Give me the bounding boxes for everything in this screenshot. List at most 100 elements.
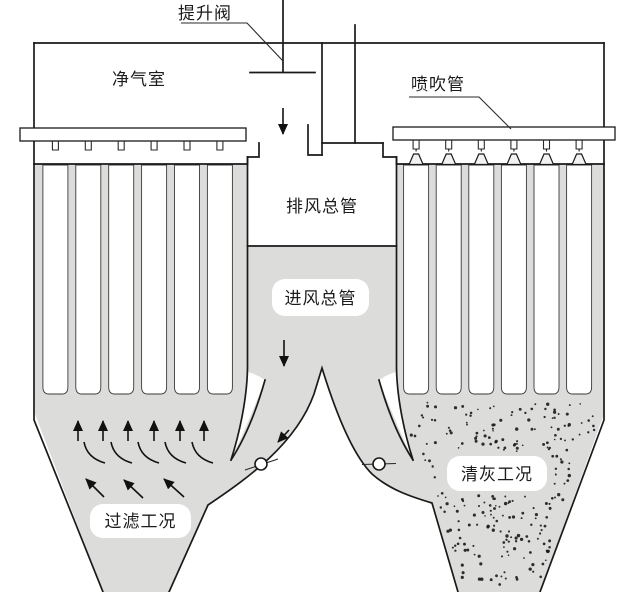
dust-dot (514, 540, 518, 543)
dust-dot (458, 536, 462, 540)
pulse-stub (150, 141, 158, 151)
dust-dot (483, 501, 486, 504)
dust-dot (448, 528, 453, 532)
dust-dot (534, 403, 537, 406)
dust-dot (524, 495, 526, 498)
dust-dot (498, 583, 502, 586)
dust-dot (551, 417, 554, 419)
dust-dot (491, 494, 495, 498)
spray-cone-icon (408, 153, 425, 166)
dust-dot (499, 418, 503, 422)
dust-dot (493, 507, 496, 510)
dust-dot (554, 496, 556, 499)
dust-dot (531, 563, 535, 567)
dust-dot (555, 473, 557, 476)
dust-dot (475, 431, 479, 435)
dust-dot (511, 499, 514, 502)
diagonal-arrow (123, 479, 144, 499)
dust-dot (445, 432, 448, 435)
pulse-stub (412, 140, 420, 150)
dust-dot (494, 439, 498, 443)
dust-dot (428, 459, 431, 463)
pulse-stub (575, 140, 583, 150)
filter-bag (174, 164, 200, 395)
pulse-stub (183, 141, 191, 151)
dust-dot (548, 546, 551, 549)
dust-dot (546, 441, 549, 445)
dust-dot (542, 542, 546, 546)
pulse-stub (477, 140, 485, 150)
dust-dot (457, 447, 460, 449)
dust-dot (521, 444, 524, 447)
dust-dot (461, 404, 465, 408)
dust-dot (489, 509, 492, 512)
dust-dot (530, 407, 534, 411)
dust-dot (533, 428, 536, 431)
dust-dot (527, 540, 531, 543)
flow-arc (83, 441, 106, 464)
dust-dot (510, 414, 513, 417)
dust-dot (587, 431, 590, 434)
dust-dot (456, 542, 460, 546)
dust-dot (497, 446, 500, 449)
dust-dot (430, 418, 434, 421)
dust-dot (453, 505, 456, 508)
dust-dot (518, 407, 522, 411)
dust-dot (499, 530, 502, 533)
diagonal-arrow (85, 478, 105, 498)
dust-dot (539, 524, 542, 527)
filter-bag (206, 164, 233, 395)
dust-dot (505, 534, 509, 538)
dust-dot (500, 575, 503, 578)
filter-bags-right (403, 164, 593, 395)
dust-dot (528, 567, 532, 571)
filter-bags-left (42, 164, 233, 395)
dust-dot (529, 551, 532, 554)
dust-dot (460, 442, 464, 445)
dust-dot (565, 448, 569, 452)
dust-dot (437, 495, 439, 497)
dust-dot (544, 407, 547, 411)
spray-cone-icon (571, 153, 588, 166)
pulse-stub (510, 140, 518, 150)
dust-dot (520, 517, 523, 520)
flow-arrows (73, 108, 290, 499)
dust-dot (420, 414, 424, 417)
dust-dot (532, 507, 535, 510)
dust-dot (433, 441, 437, 445)
dust-dot (493, 497, 496, 501)
dust-dot (488, 504, 492, 507)
dust-dot (567, 467, 570, 471)
dust-dot (484, 515, 486, 517)
dust-dot (495, 519, 499, 523)
dust-dot (473, 553, 476, 556)
dust-dot (511, 410, 514, 414)
dust-dot (467, 523, 471, 527)
dust-dot (534, 513, 538, 517)
dust-dot (463, 548, 467, 552)
dust-dot (553, 482, 556, 485)
dust-dot (521, 511, 525, 515)
dust-dot (592, 424, 595, 428)
pulse-stub (117, 141, 125, 151)
dust-dot (553, 438, 556, 441)
dust-dot (492, 430, 494, 432)
dust-dot (544, 559, 547, 562)
cleaning-mode-pill (447, 456, 547, 491)
dust-dot (425, 442, 428, 445)
dust-dot (554, 433, 557, 437)
filter-bag (566, 164, 593, 395)
dust-dot (474, 436, 478, 440)
dust-dot (494, 504, 497, 507)
dust-dot (433, 419, 437, 422)
pulse-stub (84, 141, 92, 151)
dust-dot (560, 460, 564, 464)
dust-dot (481, 511, 485, 514)
dust-dot (510, 536, 513, 539)
dust-dot (546, 446, 549, 449)
dust-dot (491, 423, 495, 427)
dust-dot (591, 415, 594, 418)
dust-dot (453, 544, 457, 547)
dust-dot (580, 422, 583, 424)
